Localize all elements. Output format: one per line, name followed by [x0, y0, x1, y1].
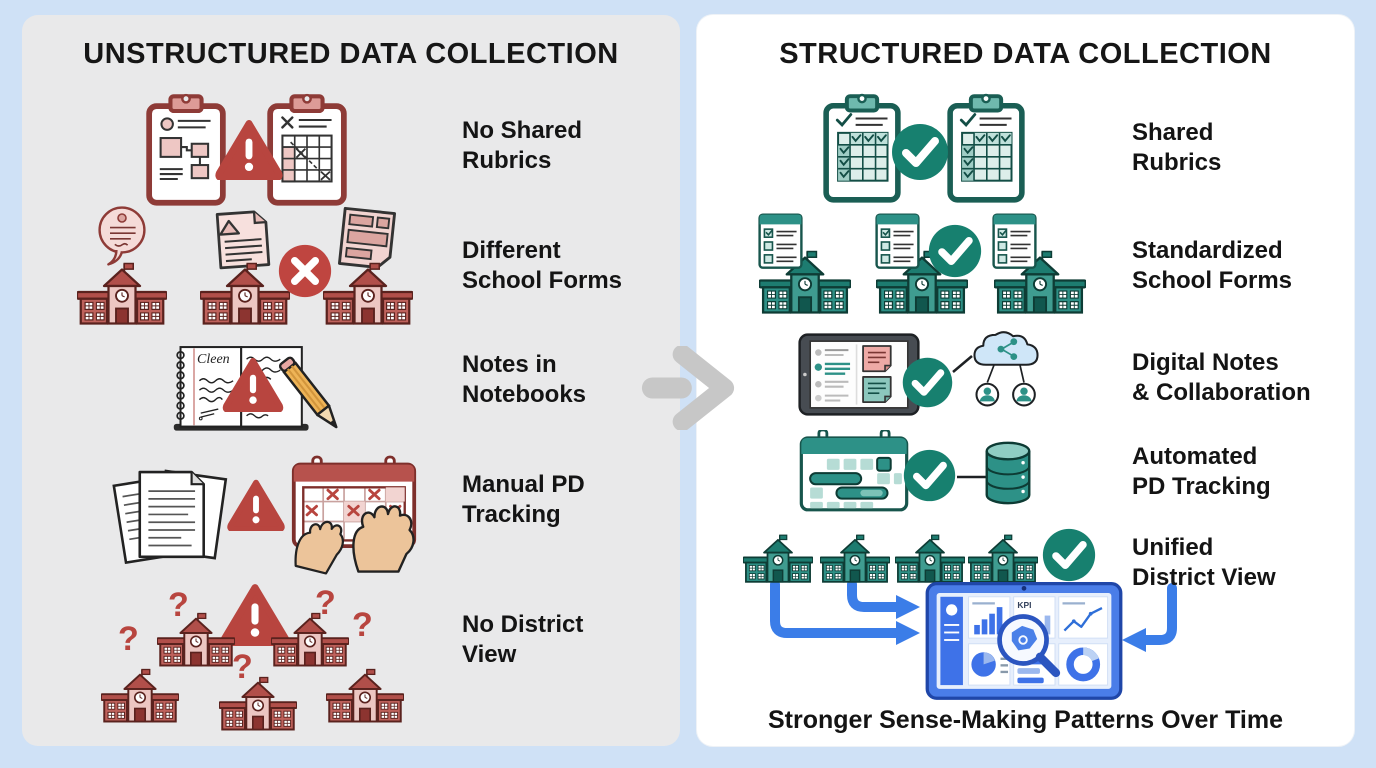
warning-icon	[214, 118, 284, 180]
school-icon	[323, 262, 413, 325]
school-icon	[271, 612, 349, 667]
label-automated-pd-tracking: Automated PD Tracking	[1132, 443, 1271, 500]
label-no-shared-rubrics: No Shared Rubrics	[462, 117, 583, 174]
label-no-district-view: No District View	[462, 611, 584, 668]
standard-form-icon	[992, 213, 1037, 271]
school-icon	[743, 534, 813, 583]
label-standardized-school-forms: Standardized School Forms	[1132, 237, 1293, 294]
label-digital-notes-collaboration: Digital Notes & Collaboration	[1132, 349, 1311, 406]
notebook-scribble-word: Cleen	[197, 352, 230, 367]
standard-form-icon	[758, 213, 803, 271]
label-unified-district-view: Unified District View	[1132, 534, 1276, 591]
check-icon	[890, 122, 950, 182]
database-icon	[984, 440, 1032, 506]
paper-stack-icon	[105, 460, 235, 568]
school-icon	[820, 534, 890, 583]
speech-bubble-note-icon	[94, 206, 150, 270]
left-panel-title: UNSTRUCTURED DATA COLLECTION	[83, 38, 619, 70]
check-icon	[927, 223, 983, 279]
district-dashboard-icon: KPI	[925, 581, 1123, 700]
question-mark: ?	[315, 584, 336, 622]
check-icon	[1041, 527, 1097, 583]
school-icon	[968, 534, 1038, 583]
warning-icon	[222, 356, 284, 412]
question-mark: ?	[352, 606, 373, 644]
question-mark: ?	[168, 586, 189, 624]
question-mark: ?	[232, 648, 253, 686]
clipboard-checklist-icon	[946, 93, 1026, 203]
school-icon	[895, 534, 965, 583]
check-icon	[901, 356, 954, 409]
cloud-collaboration-icon	[967, 328, 1045, 411]
standard-form-icon	[875, 213, 920, 271]
label-notes-in-notebooks: Notes in Notebooks	[462, 351, 587, 408]
check-icon	[902, 448, 957, 503]
school-icon	[77, 262, 167, 325]
right-panel-title: STRUCTURED DATA COLLECTION	[779, 38, 1272, 70]
transition-arrow-icon	[640, 346, 736, 430]
unstructured-panel	[22, 15, 680, 746]
warning-icon	[226, 478, 286, 531]
school-icon	[219, 676, 297, 731]
x-mark-icon	[277, 243, 333, 299]
dashboard-kpi-label: KPI	[1017, 600, 1031, 610]
right-panel-caption: Stronger Sense-Making Patterns Over Time	[768, 706, 1283, 734]
label-different-school-forms: Different School Forms	[462, 237, 623, 294]
question-mark: ?	[118, 620, 139, 658]
label-manual-pd-tracking: Manual PD Tracking	[462, 471, 585, 528]
school-icon	[101, 668, 179, 723]
school-icon	[326, 668, 404, 723]
hand-icon	[344, 498, 420, 574]
label-shared-rubrics: Shared Rubrics	[1132, 119, 1222, 176]
calendar-schedule-icon	[798, 430, 910, 513]
